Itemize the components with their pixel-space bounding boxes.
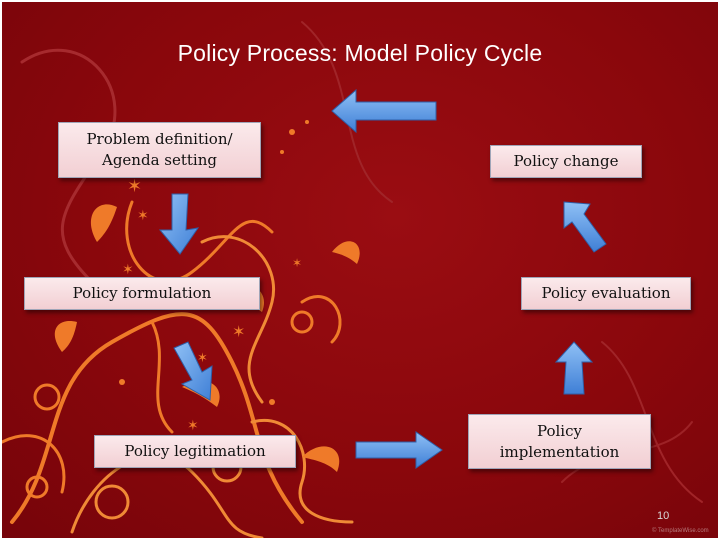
page-number: 10 — [657, 510, 670, 522]
stage-policy-formulation-label: Policy formulation — [72, 284, 212, 302]
svg-text:✶: ✶ — [127, 176, 142, 197]
stage-policy-implementation-box: Policy implementation — [468, 414, 651, 469]
stage-policy-formulation-box: Policy formulation — [24, 277, 260, 310]
stage-policy-legitimation-box: Policy legitimation — [94, 435, 296, 468]
stage-policy-evaluation-box: Policy evaluation — [521, 277, 691, 310]
svg-text:✶: ✶ — [137, 208, 149, 224]
stage-implementation-line2: implementation — [499, 442, 620, 461]
arrow-right-icon — [355, 431, 443, 469]
arrow-up-icon — [554, 341, 594, 395]
stage-policy-change-label: Policy change — [513, 152, 619, 170]
stage-implementation-line1: Policy — [536, 421, 582, 440]
arrow-up-icon — [563, 201, 607, 253]
slide-title: Policy Process: Model Policy Cycle — [177, 40, 543, 66]
arrow-left-icon — [331, 88, 437, 134]
svg-text:✶: ✶ — [232, 322, 245, 341]
stage-problem-line2: Agenda setting — [102, 151, 217, 169]
stage-policy-evaluation-label: Policy evaluation — [541, 284, 671, 302]
stage-policy-change-box: Policy change — [490, 145, 642, 178]
stage-problem-line1: Problem definition/ — [86, 130, 233, 148]
stage-policy-legitimation-label: Policy legitimation — [124, 442, 266, 460]
copyright-text: © TemplateWise.com — [652, 528, 709, 534]
svg-text:✶: ✶ — [292, 256, 302, 270]
svg-text:✶: ✶ — [122, 262, 134, 278]
stage-problem-definition-box: Problem definition/ Agenda setting — [58, 122, 261, 178]
arrow-down-icon — [173, 341, 213, 401]
arrow-down-icon — [158, 193, 200, 255]
svg-text:✶: ✶ — [197, 351, 208, 366]
svg-text:✶: ✶ — [187, 418, 199, 434]
